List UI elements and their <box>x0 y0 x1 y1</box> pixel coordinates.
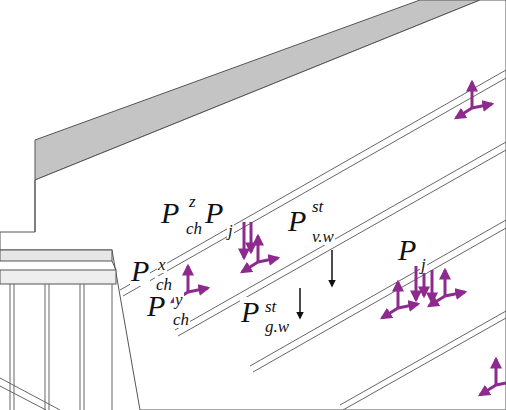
stiffeners <box>120 70 506 410</box>
load-index: st <box>311 198 324 215</box>
load-symbol: P <box>204 198 224 228</box>
load-symbol: P <box>130 256 150 286</box>
load-symbol: P <box>146 291 166 321</box>
girder <box>0 270 116 284</box>
local-loads <box>244 222 432 302</box>
load-index: g.w <box>264 318 290 335</box>
frames <box>0 284 112 410</box>
load-index: ch <box>185 220 203 237</box>
plate-edge <box>0 250 112 261</box>
load-index: z <box>188 193 197 210</box>
load-symbol: P <box>160 198 180 228</box>
load-symbol: P <box>397 235 417 265</box>
load-symbol: P <box>240 297 260 327</box>
girder-web <box>112 261 116 270</box>
load-triads <box>172 82 506 395</box>
load-index: j <box>420 256 427 273</box>
load-index: x <box>157 256 167 273</box>
deck-edge <box>35 180 36 232</box>
load-index: ch <box>172 311 190 328</box>
pressure-arrows <box>300 250 332 318</box>
load-symbol: P <box>287 206 307 236</box>
load-index: st <box>264 298 277 315</box>
load-index: v.w <box>311 228 335 245</box>
load-index: j <box>227 222 234 239</box>
load-index: y <box>174 291 184 308</box>
